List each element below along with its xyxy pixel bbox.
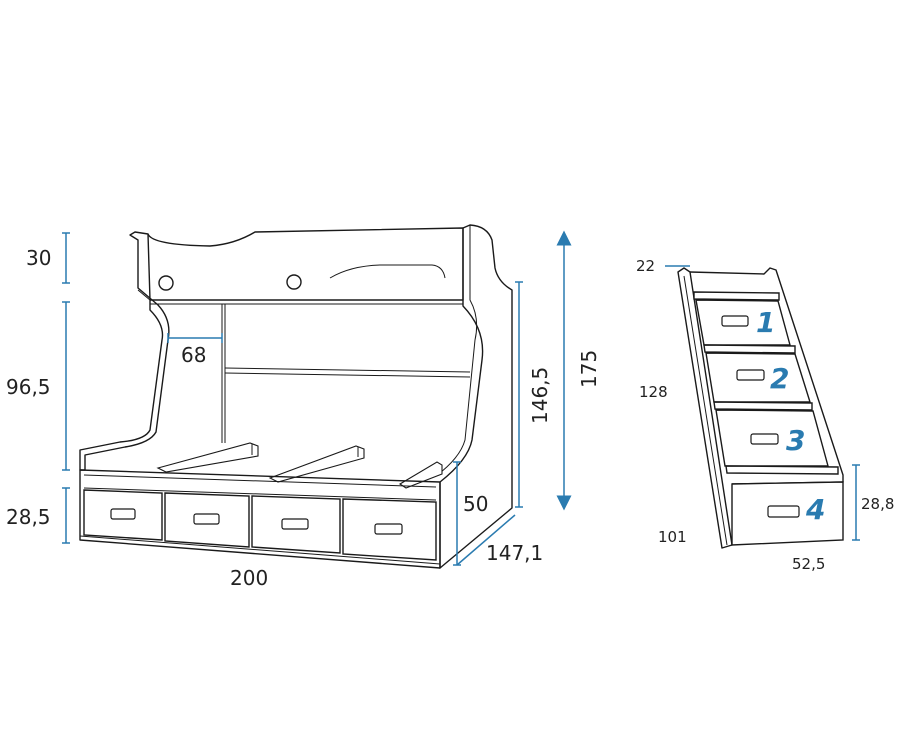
dim-bottom-step: 28,8 xyxy=(861,495,894,513)
dim-drawer-height: 50 xyxy=(463,492,488,516)
dim-top-rail: 30 xyxy=(26,246,51,270)
drawer-handle-2 xyxy=(193,513,220,525)
stair-side-panel xyxy=(677,267,733,549)
dim-stair-depth: 101 xyxy=(658,528,687,546)
step-number-2: 2 xyxy=(770,362,789,395)
mattress-slats xyxy=(156,442,443,489)
lower-bed-base xyxy=(79,469,441,569)
dim-lower-height: 28,5 xyxy=(6,505,51,529)
dim-ladder-gap: 68 xyxy=(181,343,206,367)
stairs-drawing: 1 2 3 4 22 128 101 52,5 28,8 xyxy=(636,257,894,573)
bed-dimension-lines xyxy=(62,230,572,566)
bolt-right xyxy=(286,274,302,290)
guard-cutout xyxy=(329,264,446,279)
step-2 xyxy=(703,344,796,354)
dim-length: 200 xyxy=(230,566,268,590)
stair-handle-1 xyxy=(721,315,749,327)
dim-front-height: 146,5 xyxy=(528,367,552,424)
drawer-handle-3 xyxy=(281,518,309,530)
step-3 xyxy=(713,401,813,411)
dim-top-step: 22 xyxy=(636,257,655,275)
drawer-handle-1 xyxy=(110,508,136,520)
step-number-1: 1 xyxy=(756,306,775,339)
step-1 xyxy=(693,291,780,301)
bunk-bed-drawing: 30 96,5 28,5 68 146,5 175 50 147,1 200 xyxy=(6,224,601,590)
drawer-handle-4 xyxy=(374,523,403,535)
dim-stair-height: 128 xyxy=(639,383,668,401)
right-side-panel xyxy=(439,224,513,569)
dim-total-height: 175 xyxy=(577,350,601,388)
dim-stair-width: 52,5 xyxy=(792,555,825,573)
stair-handle-2 xyxy=(736,369,765,381)
upper-bed-rail xyxy=(147,227,464,301)
dim-depth: 147,1 xyxy=(486,541,543,565)
stair-dimension-lines xyxy=(665,265,860,541)
stair-handle-4 xyxy=(767,505,800,518)
step-number-3: 3 xyxy=(786,424,805,457)
left-side-panel xyxy=(79,231,170,471)
bolt-left xyxy=(158,275,174,291)
dim-upper-height: 96,5 xyxy=(6,375,51,399)
step-4 xyxy=(725,465,839,475)
step-number-4: 4 xyxy=(805,493,825,526)
bed-drawers xyxy=(83,489,437,561)
back-support xyxy=(221,304,226,443)
stair-handle-3 xyxy=(750,433,779,445)
